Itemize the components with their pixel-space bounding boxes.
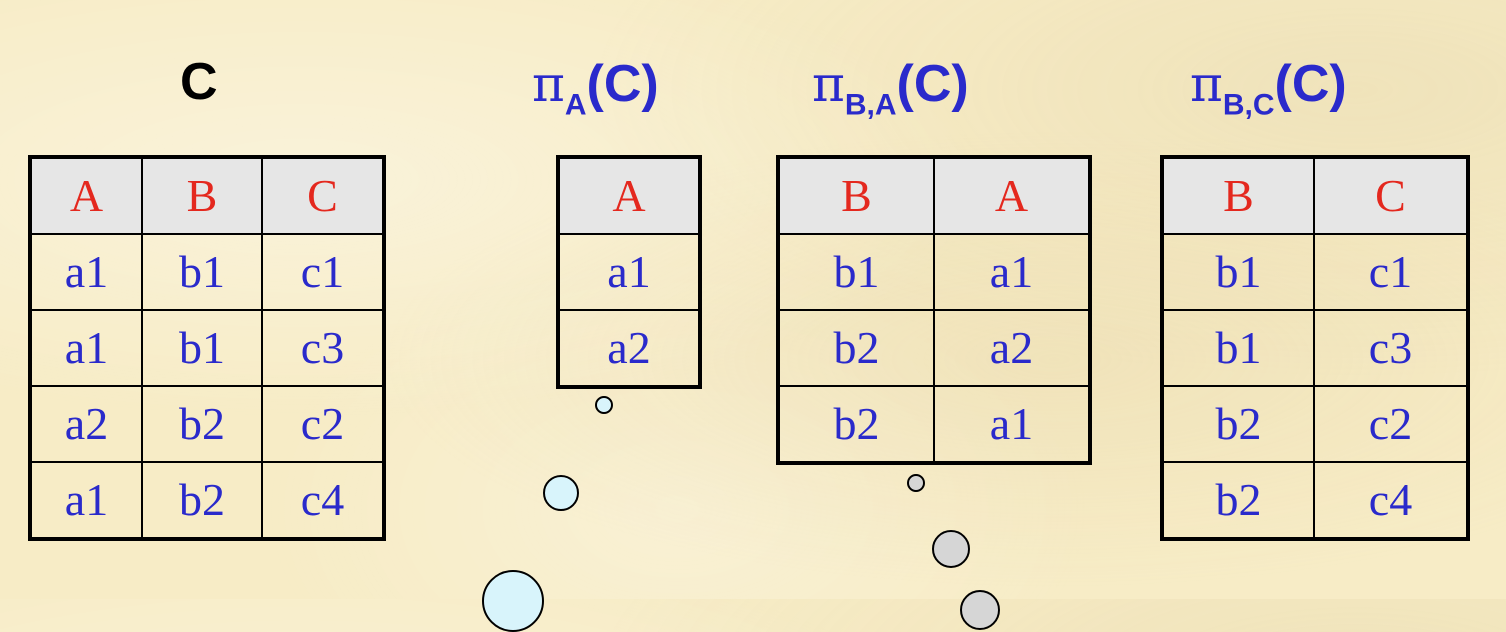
projection-bc-arg: (C)	[1274, 55, 1347, 113]
table-cell: a2	[557, 309, 701, 388]
projection-a-table: A a1 a2	[556, 155, 702, 389]
table-cell: b1	[1161, 233, 1315, 311]
projection-a-arg: (C)	[586, 55, 659, 113]
table-cell: c3	[261, 309, 385, 387]
table-row: a2 b2 c2	[29, 385, 385, 463]
column-header: B	[777, 156, 935, 235]
table-cell: b1	[777, 233, 935, 311]
table-row: b2 a1	[777, 385, 1091, 464]
table-cell: b2	[777, 385, 935, 464]
table-cell: b2	[1161, 461, 1315, 540]
table-cell: c2	[1313, 385, 1469, 463]
table-cell: c4	[1313, 461, 1469, 540]
pi-symbol: π	[812, 55, 845, 113]
bubble-large-light-blue	[482, 570, 544, 632]
table-header-row: B A	[777, 156, 1091, 235]
table-cell: a1	[29, 233, 143, 311]
bubble-small-light-blue	[595, 396, 613, 414]
table-row: a1	[557, 233, 701, 311]
table-row: b1 c3	[1161, 309, 1469, 387]
table-cell: a1	[933, 385, 1091, 464]
table-cell: b1	[141, 309, 263, 387]
table-row: b2 c2	[1161, 385, 1469, 463]
column-header: A	[557, 156, 701, 235]
table-row: a1 b2 c4	[29, 461, 385, 540]
projection-bc-title: πB,C(C)	[1190, 54, 1347, 120]
projection-ba-arg: (C)	[896, 55, 969, 113]
column-header: A	[933, 156, 1091, 235]
projection-ba-title: πB,A(C)	[812, 54, 969, 120]
table-cell: a1	[557, 233, 701, 311]
column-header: B	[1161, 156, 1315, 235]
column-header: C	[261, 156, 385, 235]
table-cell: c3	[1313, 309, 1469, 387]
table-cell: b2	[141, 461, 263, 540]
table-cell: c4	[261, 461, 385, 540]
projection-ba-table: B A b1 a1 b2 a2 b2 a1	[776, 155, 1092, 465]
relation-c-title-text: C	[180, 53, 218, 111]
table-cell: a1	[29, 461, 143, 540]
table-cell: b1	[1161, 309, 1315, 387]
table-row: b1 c1	[1161, 233, 1469, 311]
table-cell: b2	[141, 385, 263, 463]
column-header: B	[141, 156, 263, 235]
table-cell: a1	[29, 309, 143, 387]
table-row: a1 b1 c1	[29, 233, 385, 311]
projection-bc-subscript: B,C	[1222, 88, 1275, 122]
bubble-medium-light-blue	[543, 475, 579, 511]
table-header-row: A B C	[29, 156, 385, 235]
table-row: b2 a2	[777, 309, 1091, 387]
table-cell: b2	[1161, 385, 1315, 463]
table-row: a2	[557, 309, 701, 388]
relation-c-title: C	[180, 52, 218, 112]
bubble-large-gray	[960, 590, 1000, 630]
table-cell: a2	[29, 385, 143, 463]
table-cell: c2	[261, 385, 385, 463]
pi-symbol: π	[532, 55, 565, 113]
table-cell: b2	[777, 309, 935, 387]
table-cell: c1	[261, 233, 385, 311]
projection-bc-table: B C b1 c1 b1 c3 b2 c2 b2 c4	[1160, 155, 1470, 541]
pi-symbol: π	[1190, 55, 1223, 113]
projection-ba-subscript: B,A	[844, 88, 897, 122]
table-cell: c1	[1313, 233, 1469, 311]
column-header: C	[1313, 156, 1469, 235]
column-header: A	[29, 156, 143, 235]
relation-c-table: A B C a1 b1 c1 a1 b1 c3 a2 b2 c2 a1 b2 c…	[28, 155, 386, 541]
table-row: b1 a1	[777, 233, 1091, 311]
table-cell: a2	[933, 309, 1091, 387]
table-header-row: B C	[1161, 156, 1469, 235]
table-cell: b1	[141, 233, 263, 311]
projection-a-title: πA(C)	[532, 54, 659, 120]
projection-a-subscript: A	[564, 88, 587, 122]
bubble-small-gray	[907, 474, 925, 492]
bubble-medium-gray	[932, 530, 970, 568]
table-header-row: A	[557, 156, 701, 235]
table-row: b2 c4	[1161, 461, 1469, 540]
table-row: a1 b1 c3	[29, 309, 385, 387]
table-cell: a1	[933, 233, 1091, 311]
